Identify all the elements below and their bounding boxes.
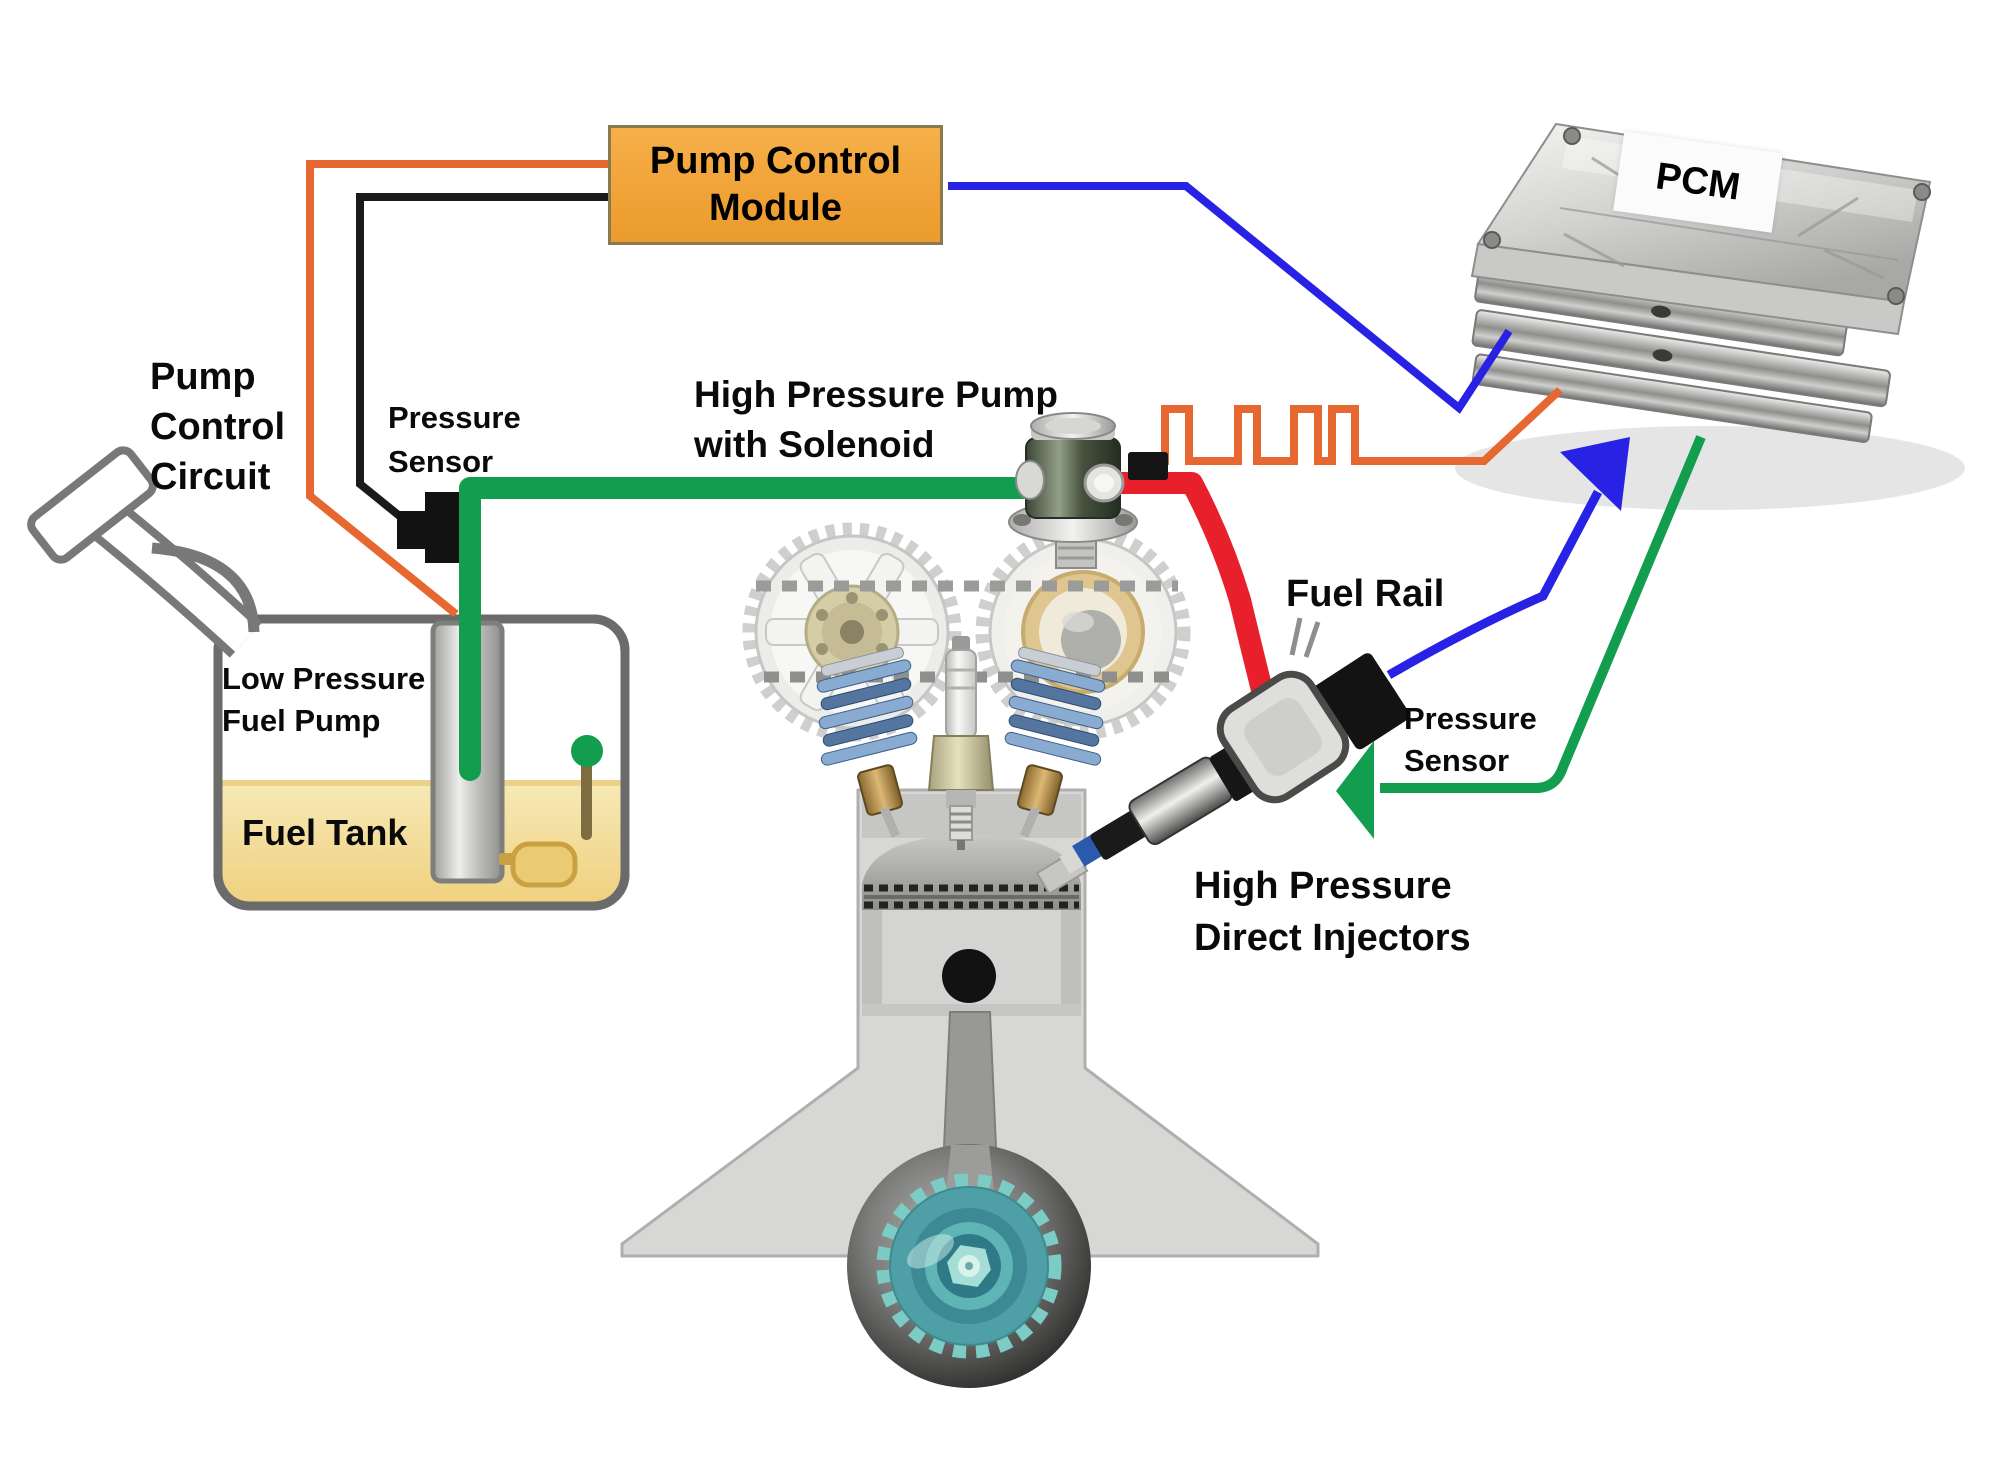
low-pressure-fuel-pump-label: Low Pressure Fuel Pump bbox=[222, 661, 426, 738]
pump-control-circuit-label: Pump Control Circuit bbox=[150, 356, 286, 498]
pressure-sensor-right-label: Pressure Sensor bbox=[1404, 701, 1537, 778]
solenoid-pwm-signal bbox=[1144, 387, 1563, 465]
pressure-sensor-left-graphic bbox=[397, 492, 463, 563]
wire-pump-control-orange bbox=[306, 160, 610, 618]
pump-control-module-box: Pump Control Module bbox=[608, 125, 943, 245]
crank-sprocket bbox=[876, 1173, 1062, 1359]
green-arrowhead bbox=[1336, 741, 1374, 839]
high-pressure-pump-label: High Pressure Pump with Solenoid bbox=[694, 374, 1058, 465]
piston bbox=[862, 834, 1081, 1016]
filler-neck-graphic bbox=[27, 446, 263, 658]
wire-pcm-feedback-green bbox=[1336, 435, 1706, 839]
wire-module-to-pcm-blue bbox=[948, 182, 1513, 414]
pump-control-module-label: Pump Control Module bbox=[649, 139, 902, 230]
pressure-sensor-left-label: Pressure Sensor bbox=[388, 400, 521, 479]
fuel-line-green bbox=[459, 477, 1047, 781]
fuel-rail-label: Fuel Rail bbox=[1286, 573, 1445, 615]
fuel-level-sender bbox=[499, 735, 603, 888]
pcm-label: PCM bbox=[1653, 154, 1743, 209]
injector-and-rail-sensor-graphic bbox=[1035, 617, 1410, 895]
spark-plug bbox=[927, 636, 995, 850]
intake-valve-spring bbox=[816, 646, 918, 838]
fuel-tank-label: Fuel Tank bbox=[242, 812, 408, 853]
high-pressure-direct-injectors-label: High Pressure Direct Injectors bbox=[1194, 865, 1471, 959]
high-pressure-line-red bbox=[1087, 472, 1273, 701]
engine-graphic bbox=[620, 522, 1320, 1388]
blue-arrowhead bbox=[1560, 437, 1630, 511]
fuel-tank-graphic bbox=[27, 446, 630, 911]
exhaust-valve-spring bbox=[1004, 646, 1106, 838]
wire-pressure-sensor-black bbox=[356, 193, 610, 526]
wire-rail-sensor-to-pcm-blue bbox=[1386, 437, 1630, 679]
high-pressure-pump-graphic bbox=[1008, 412, 1168, 569]
